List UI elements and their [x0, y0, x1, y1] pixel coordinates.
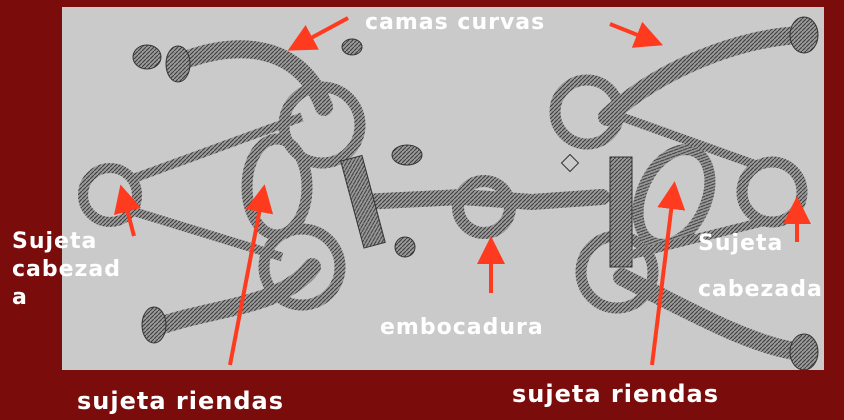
label-sujeta-cabezada-left: Sujeta cabezad a: [12, 228, 152, 312]
arrow-camas-right: [610, 24, 650, 40]
label-embocadura: embocadura: [380, 314, 544, 342]
arrow-sujeta-riendas-right: [652, 195, 673, 365]
label-sujeta-cabezada-left-line1: Sujeta: [12, 228, 152, 256]
label-camas-curvas: camas curvas: [365, 9, 545, 37]
label-sujeta-cabezada-right-line2: cabezada: [698, 276, 823, 304]
label-sujeta-riendas-right: sujeta riendas: [512, 380, 719, 408]
label-sujeta-riendas-left: sujeta riendas: [77, 387, 284, 415]
label-sujeta-cabezada-left-line3: a: [12, 284, 152, 312]
label-sujeta-cabezada-right-line1: Sujeta: [698, 230, 783, 258]
arrow-sujeta-riendas-left: [230, 198, 262, 365]
label-sujeta-cabezada-left-line2: cabezad: [12, 256, 152, 284]
arrow-camas-left: [300, 18, 348, 44]
